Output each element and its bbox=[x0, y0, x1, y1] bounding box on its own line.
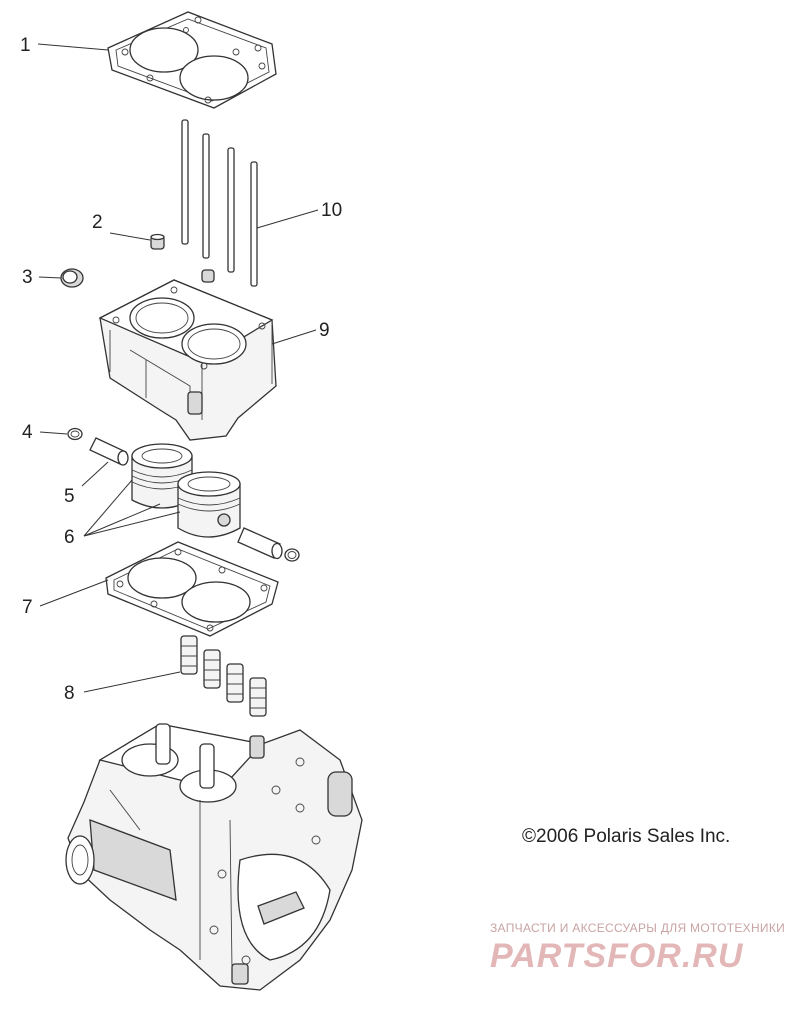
callout-9: 9 bbox=[319, 320, 330, 341]
callout-6: 6 bbox=[64, 527, 75, 548]
cylinder-studs bbox=[181, 119, 258, 287]
leader-6c bbox=[83, 511, 181, 537]
dowel-sleeves bbox=[180, 635, 267, 717]
callout-1: 1 bbox=[20, 35, 31, 56]
callout-4: 4 bbox=[22, 422, 33, 443]
leader-6a bbox=[83, 479, 133, 537]
copyright-text: ©2006 Polaris Sales Inc. bbox=[522, 826, 730, 847]
callout-5: 5 bbox=[64, 486, 75, 507]
callout-10: 10 bbox=[321, 200, 342, 221]
engine-crankcase bbox=[65, 723, 363, 991]
head-gasket bbox=[107, 11, 277, 109]
leader-9 bbox=[271, 329, 317, 345]
piston-circlip-left bbox=[67, 427, 83, 441]
wrist-pin-left bbox=[89, 437, 129, 466]
leader-1 bbox=[37, 43, 109, 51]
leader-4 bbox=[39, 431, 68, 435]
leader-2 bbox=[109, 232, 151, 241]
leader-10 bbox=[256, 209, 319, 229]
piston-right bbox=[177, 471, 241, 538]
leader-7 bbox=[39, 579, 109, 607]
piston-left bbox=[131, 443, 193, 509]
watermark-tagline: ЗАПЧАСТИ И АКСЕССУАРЫ ДЛЯ МОТОТЕХНИКИ bbox=[490, 921, 785, 935]
watermark-brand: PARTSFOR.RU bbox=[490, 937, 744, 975]
dowel-pin bbox=[150, 233, 165, 250]
piston-circlip-right bbox=[284, 548, 300, 562]
cylinder-block bbox=[98, 269, 277, 441]
callout-2: 2 bbox=[92, 212, 103, 233]
callout-7: 7 bbox=[22, 597, 33, 618]
leader-6b bbox=[83, 503, 161, 537]
callout-3: 3 bbox=[22, 267, 33, 288]
leader-8 bbox=[83, 671, 181, 693]
expansion-plug bbox=[60, 268, 84, 288]
callout-8: 8 bbox=[64, 683, 75, 704]
leader-3 bbox=[38, 276, 62, 279]
base-gasket bbox=[105, 541, 279, 637]
leader-5 bbox=[81, 461, 109, 487]
wrist-pin-right bbox=[237, 527, 283, 560]
watermark: ЗАПЧАСТИ И АКСЕССУАРЫ ДЛЯ МОТОТЕХНИКИ PA… bbox=[490, 921, 785, 975]
